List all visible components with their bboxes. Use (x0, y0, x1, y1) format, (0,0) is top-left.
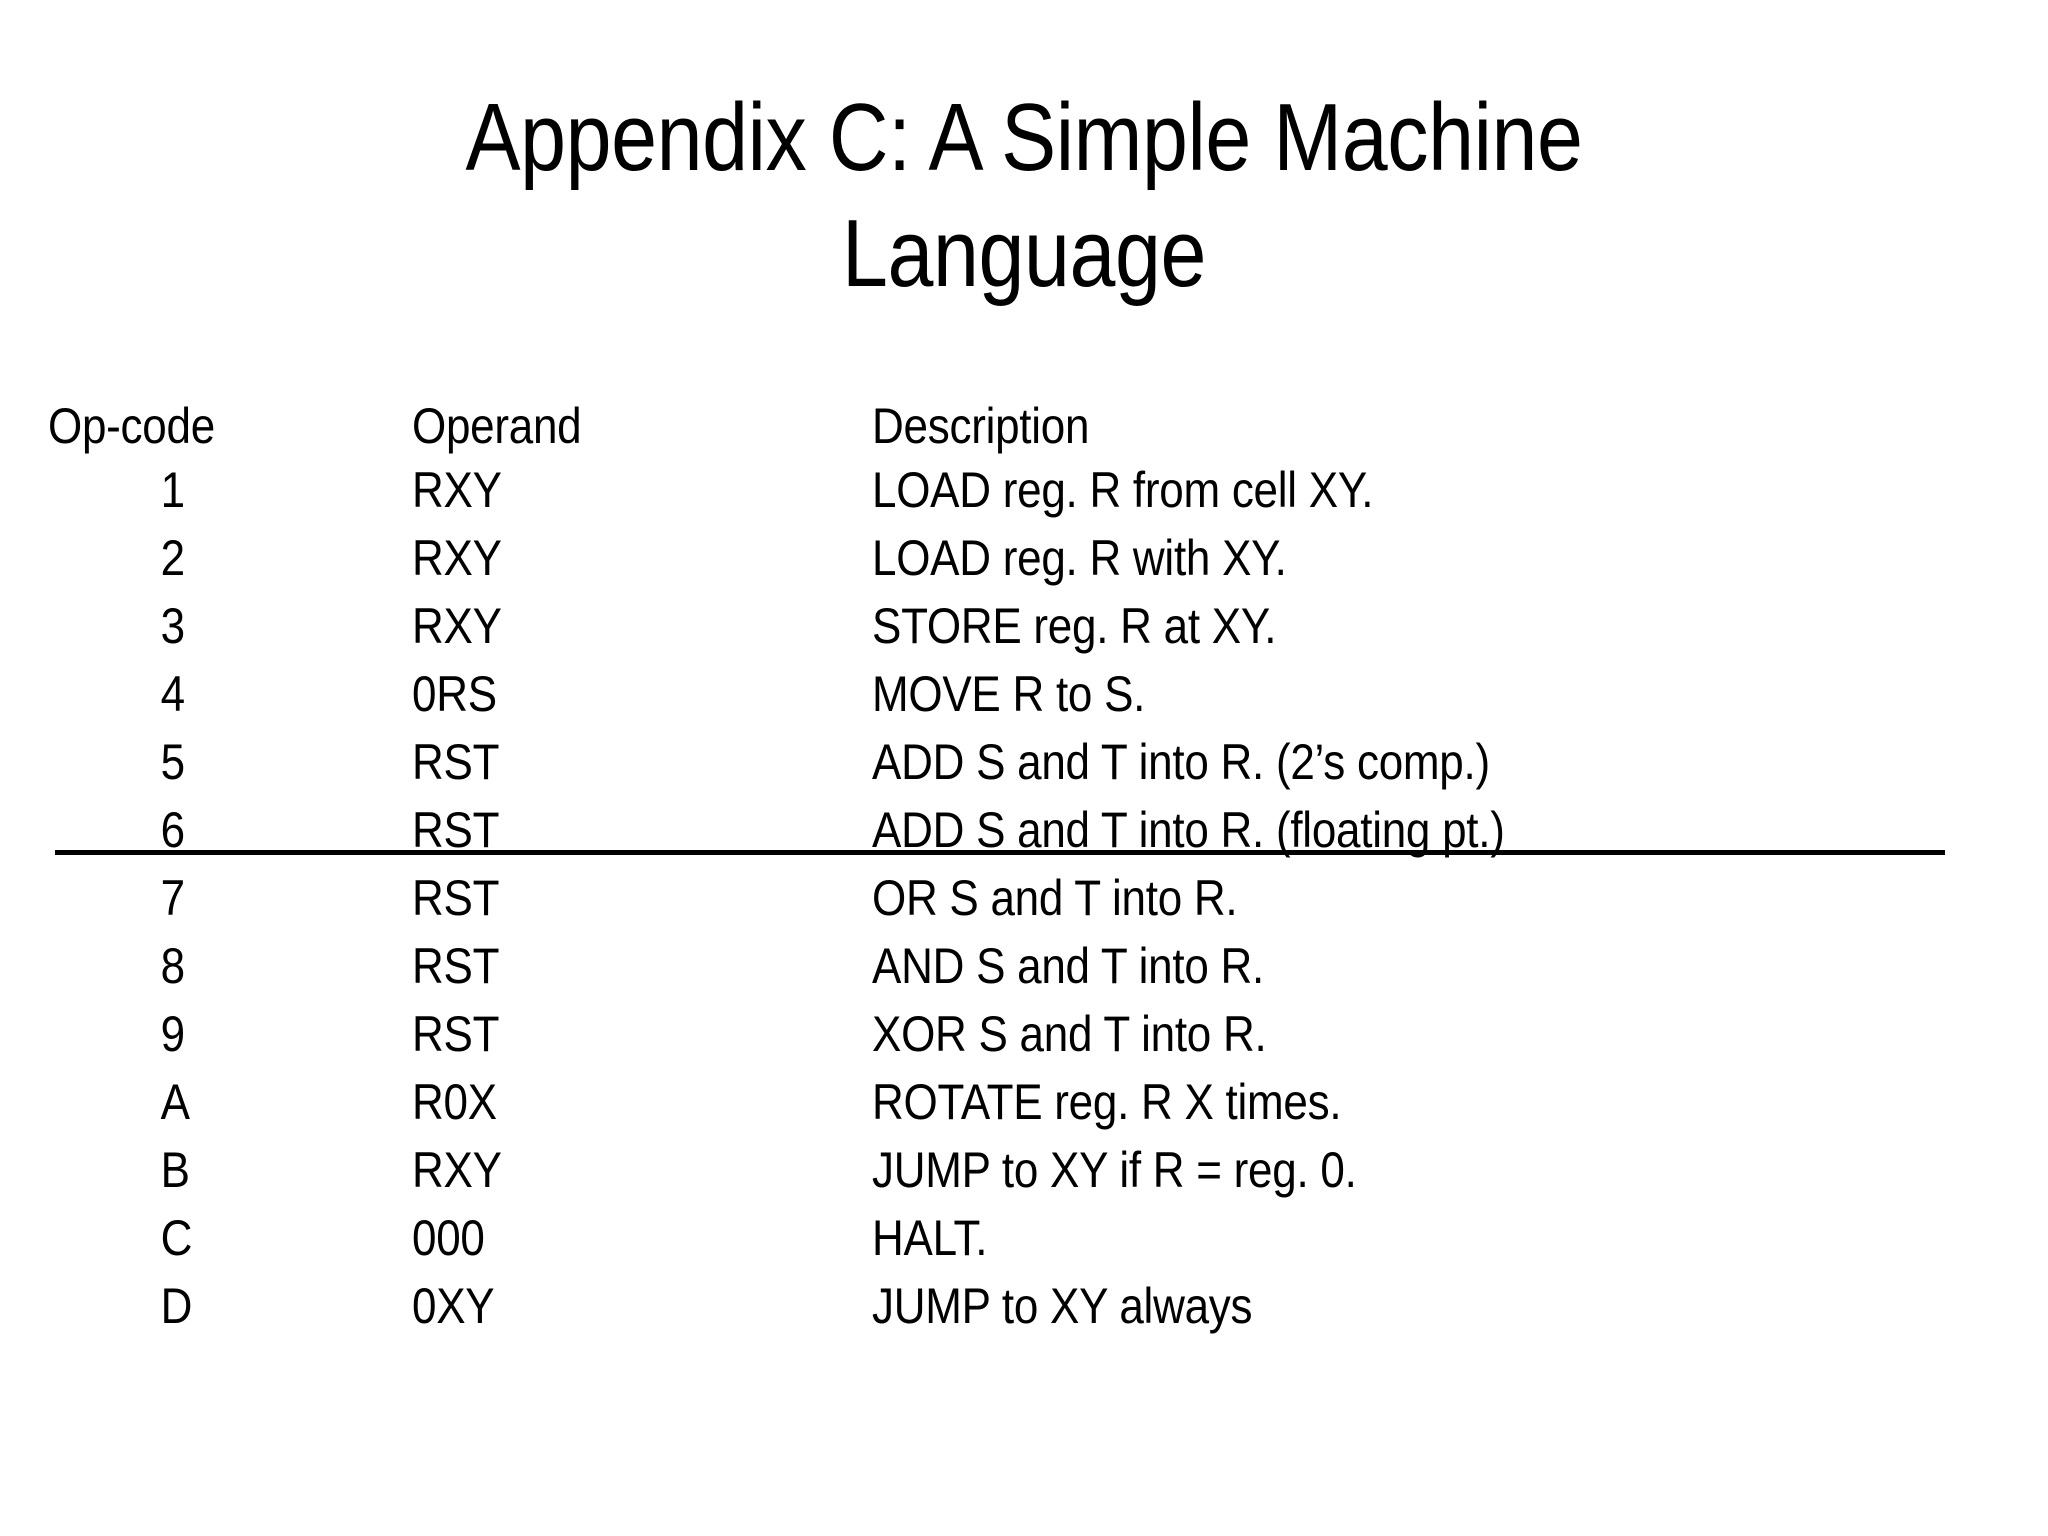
cell-description: XOR S and T into R. (872, 1006, 1267, 1062)
table-row: 7 RST OR S and T into R. (48, 870, 1904, 938)
cell-opcode: B (160, 1142, 190, 1198)
cell-description: ROTATE reg. R X times. (872, 1074, 1342, 1130)
cell-opcode: 9 (160, 1006, 185, 1062)
cell-opcode: 2 (160, 530, 185, 586)
table-row: A R0X ROTATE reg. R X times. (48, 1074, 1904, 1142)
cell-description: ADD S and T into R. (floating pt.) (872, 802, 1505, 858)
cell-opcode: 6 (160, 802, 185, 858)
cell-opcode: 4 (160, 666, 185, 722)
page-title-line-1: Appendix C: A Simple Machine (465, 84, 1583, 192)
cell-description: LOAD reg. R with XY. (872, 530, 1287, 586)
column-header-operand: Operand (412, 398, 582, 454)
column-header-description: Description (872, 398, 1090, 454)
table-row: 9 RST XOR S and T into R. (48, 1006, 1904, 1074)
cell-operand: 0RS (412, 666, 497, 722)
cell-description: MOVE R to S. (872, 666, 1146, 722)
table-header-row: Op-code Operand Description (48, 398, 1904, 454)
table-row: 8 RST AND S and T into R. (48, 938, 1904, 1006)
column-header-opcode: Op-code (48, 398, 215, 454)
table-row: B RXY JUMP to XY if R = reg. 0. (48, 1142, 1904, 1210)
cell-operand: RST (412, 802, 500, 858)
cell-opcode: 3 (160, 598, 185, 654)
table-row: C 000 HALT. (48, 1210, 1904, 1278)
cell-operand: RXY (412, 530, 502, 586)
header-divider-rule (55, 850, 1945, 855)
cell-description: LOAD reg. R from cell XY. (872, 462, 1374, 518)
cell-description: ADD S and T into R. (2’s comp.) (872, 734, 1490, 790)
cell-opcode: D (160, 1278, 193, 1334)
cell-operand: R0X (412, 1074, 497, 1130)
cell-description: JUMP to XY if R = reg. 0. (872, 1142, 1357, 1198)
cell-operand: RST (412, 938, 500, 994)
cell-description: STORE reg. R at XY. (872, 598, 1277, 654)
cell-description: HALT. (872, 1210, 988, 1266)
table-row: 6 RST ADD S and T into R. (floating pt.) (48, 802, 1904, 870)
table-row: 2 RXY LOAD reg. R with XY. (48, 530, 1904, 598)
cell-operand: 000 (412, 1210, 485, 1266)
cell-opcode: 1 (160, 462, 185, 518)
table-row: 1 RXY LOAD reg. R from cell XY. (48, 462, 1904, 530)
cell-operand: RXY (412, 462, 502, 518)
cell-opcode: 8 (160, 938, 185, 994)
cell-opcode: 7 (160, 870, 185, 926)
cell-operand: RST (412, 734, 500, 790)
table-row: D 0XY JUMP to XY always (48, 1278, 1904, 1346)
cell-opcode: C (160, 1210, 193, 1266)
cell-operand: 0XY (412, 1278, 495, 1334)
page-title: Appendix C: A Simple Machine Language (143, 80, 1904, 312)
cell-operand: RST (412, 870, 500, 926)
table-row: 5 RST ADD S and T into R. (2’s comp.) (48, 734, 1904, 802)
cell-description: AND S and T into R. (872, 938, 1264, 994)
page-title-line-2: Language (842, 200, 1206, 308)
cell-operand: RST (412, 1006, 500, 1062)
table-row: 4 0RS MOVE R to S. (48, 666, 1904, 734)
cell-operand: RXY (412, 598, 502, 654)
cell-operand: RXY (412, 1142, 502, 1198)
table-row: 3 RXY STORE reg. R at XY. (48, 598, 1904, 666)
cell-description: OR S and T into R. (872, 870, 1238, 926)
cell-opcode: 5 (160, 734, 185, 790)
cell-description: JUMP to XY always (872, 1278, 1253, 1334)
cell-opcode: A (160, 1074, 190, 1130)
